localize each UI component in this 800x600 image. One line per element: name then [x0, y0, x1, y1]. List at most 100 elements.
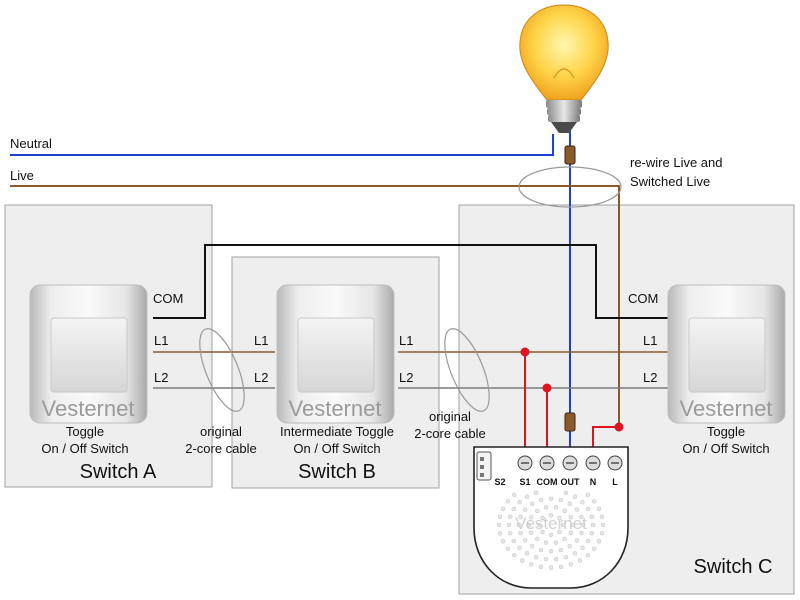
- vent-dot: [536, 522, 542, 528]
- vent-dot: [558, 497, 564, 503]
- rewire-note-line1: re-wire Live and: [630, 155, 723, 170]
- junction-live: [614, 422, 624, 432]
- module-terminal-com: COM: [537, 477, 558, 487]
- neutral-label: Neutral: [10, 136, 52, 151]
- vent-dot: [580, 522, 586, 528]
- switch-c-terminal-l2: L2: [643, 370, 657, 385]
- vent-dot: [524, 551, 530, 556]
- vent-dot: [585, 506, 591, 512]
- vent-dot: [599, 531, 605, 536]
- vent-dot: [591, 546, 597, 551]
- vent-dot: [567, 543, 573, 549]
- vent-dot: [500, 506, 506, 511]
- vent-dot: [528, 530, 534, 536]
- vent-dot: [548, 512, 554, 518]
- vent-dot: [600, 522, 606, 528]
- vent-dot: [563, 490, 569, 496]
- vent-dot: [526, 522, 532, 528]
- module-terminal-l: L: [612, 477, 618, 487]
- switch-c-brand: Vesternet: [680, 396, 773, 421]
- module-terminal-s1: S1: [519, 477, 530, 487]
- switch-c-terminal-l1: L1: [643, 333, 657, 348]
- switch-c-terminal-com: COM: [628, 291, 658, 306]
- vent-dot: [591, 499, 597, 504]
- vent-dot: [562, 508, 567, 514]
- switch-b-terminal-l2-out: L2: [399, 370, 413, 385]
- switch-b-caption-line2: On / Off Switch: [293, 441, 380, 456]
- light-bulb-icon: [519, 4, 609, 133]
- vent-dot: [596, 539, 602, 544]
- switch-a-brand: Vesternet: [42, 396, 135, 421]
- vent-dot: [511, 552, 517, 558]
- vent-dot: [529, 543, 535, 549]
- vent-dot: [505, 546, 511, 551]
- vent-dot: [553, 505, 559, 510]
- vent-dot: [507, 514, 513, 520]
- vent-dot: [563, 554, 569, 560]
- switch-b-rocker-icon[interactable]: [276, 284, 395, 424]
- vent-dot: [558, 564, 564, 570]
- vent-dot: [585, 538, 591, 544]
- vent-dot: [511, 492, 517, 498]
- vent-dot: [522, 507, 528, 512]
- vent-dot: [577, 558, 583, 563]
- switch-c-title: Switch C: [694, 556, 773, 578]
- vent-dot: [553, 540, 559, 545]
- relay-module-icon: [473, 446, 629, 589]
- vent-dot: [540, 515, 545, 521]
- vent-dot: [557, 529, 562, 535]
- vent-dot: [548, 548, 554, 554]
- vent-dot: [497, 531, 503, 536]
- vent-dot: [596, 506, 602, 511]
- switch-b-title: Switch B: [298, 461, 376, 483]
- vent-dot: [538, 497, 544, 503]
- vent-dot: [548, 532, 554, 538]
- switch-b-terminal-l1-out: L1: [399, 333, 413, 348]
- vent-dot: [553, 556, 559, 562]
- vent-dot: [567, 501, 573, 507]
- cable-loop-1: [199, 328, 245, 412]
- switch-c-caption-line1: Toggle: [707, 424, 745, 439]
- cable-note-1-line2: 2-core cable: [185, 441, 257, 456]
- vent-dot: [524, 494, 530, 499]
- vent-dot: [580, 499, 585, 505]
- switch-b-brand: Vesternet: [289, 396, 382, 421]
- vent-dot: [522, 538, 528, 543]
- cable-note-2-line1: original: [429, 409, 471, 424]
- vent-dot: [517, 545, 522, 551]
- switch-a-rocker-icon[interactable]: [29, 284, 148, 424]
- lamp-connector: [564, 145, 576, 165]
- vent-dot: [528, 514, 534, 520]
- switch-c-rocker-icon[interactable]: [667, 284, 786, 424]
- module-brand: Vesternet: [515, 514, 587, 533]
- module-terminal-out: OUT: [561, 477, 581, 487]
- vent-dot: [543, 505, 549, 510]
- com-link-wire: [153, 244, 668, 319]
- vent-dot: [533, 490, 539, 496]
- vent-dot: [572, 494, 578, 499]
- switch-a-title: Switch A: [80, 461, 157, 483]
- switch-a-terminal-l2: L2: [154, 370, 168, 385]
- junction-l1: [520, 347, 530, 357]
- vent-dot: [589, 530, 595, 536]
- vent-dot: [572, 551, 578, 556]
- vent-dot: [511, 506, 517, 512]
- switch-a-caption-line1: Toggle: [66, 424, 104, 439]
- vent-dot: [568, 562, 574, 567]
- vent-dot: [533, 554, 539, 560]
- vent-dot: [505, 499, 511, 504]
- vent-dot: [543, 540, 549, 545]
- vent-dot: [580, 545, 585, 551]
- vent-dot: [574, 507, 580, 512]
- vent-dot: [496, 522, 502, 528]
- switch-b-terminal-l1-in: L1: [254, 333, 268, 348]
- vent-dot: [589, 514, 595, 520]
- vent-dot: [538, 547, 544, 553]
- vent-dot: [517, 499, 522, 505]
- vent-dot: [574, 538, 580, 543]
- vent-dot: [579, 530, 584, 536]
- module-terminal-n: N: [590, 477, 597, 487]
- out-connector: [564, 412, 576, 432]
